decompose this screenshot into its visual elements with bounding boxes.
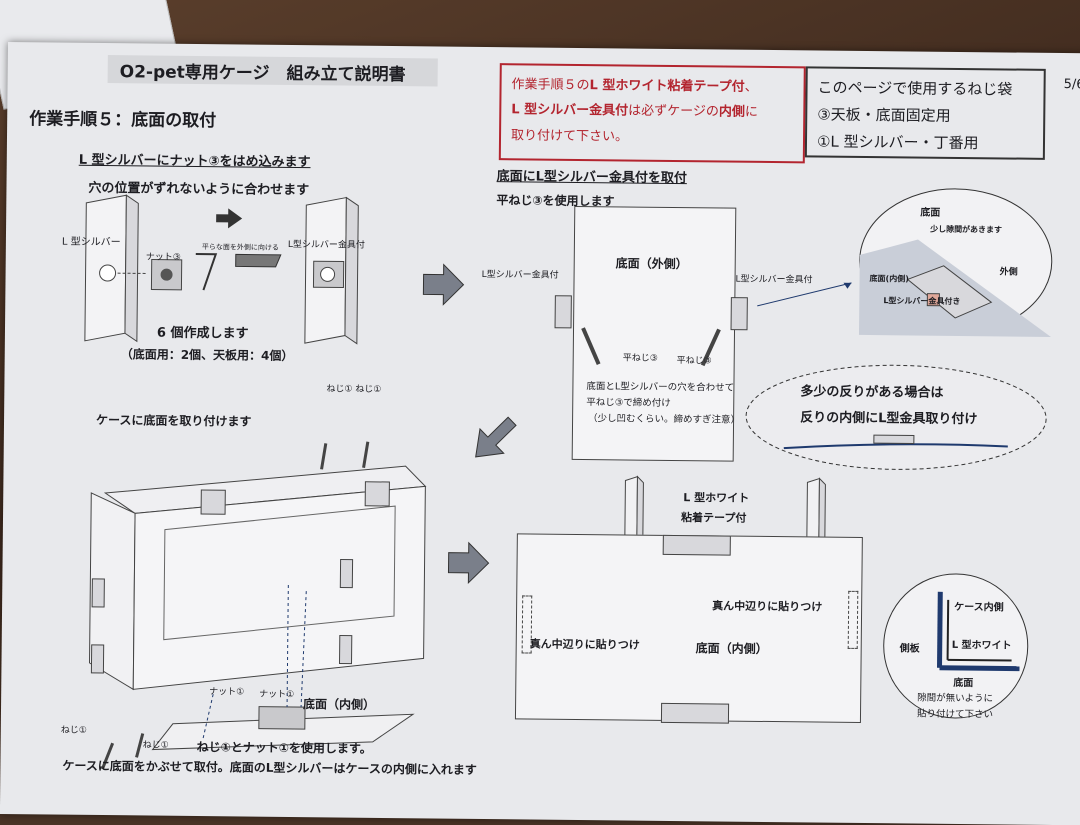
warp-note-line-2: 反りの内側にL型金具取り付け: [800, 406, 977, 427]
corner-note-2: 貼り付けて下さい: [917, 706, 993, 721]
panel3-instruction-1: ねじ①とナット①を使用します。: [197, 738, 372, 757]
corner-l-white: L 型ホワイト: [952, 636, 1012, 652]
bottom-fitting: [661, 703, 729, 724]
screw-bag-heading: このページで使用するねじ袋: [817, 76, 1012, 99]
step-title: 作業手順５：底面の取付: [29, 104, 216, 131]
corner-side: 側板: [900, 639, 920, 654]
corner-note-1: 隙間が無いように: [917, 690, 993, 705]
panel2-heading: 底面にL型シルバー金具付を取付: [497, 165, 687, 186]
document-title: O2-pet専用ケージ 組み立て説明書: [120, 57, 406, 85]
corner-bottom: 底面: [953, 674, 973, 689]
right-tape-strip: [848, 591, 859, 649]
label-flat-side: 平らな面を外側に向ける: [202, 242, 279, 253]
make-count-detail: （底面用：2個、天板用：4個）: [121, 345, 294, 364]
fitting-left-label: L型シルバー金具付: [482, 267, 559, 281]
label-l-silver: L 型シルバー: [62, 233, 121, 249]
arrow-right-icon: [423, 264, 463, 304]
bottom-plate-inner-label: 底面（内側）: [696, 639, 768, 657]
instruction-sheet: O2-pet専用ケージ 組み立て説明書 5/6 作業手順５：底面の取付 作業手順…: [0, 42, 1080, 825]
left-tape-text: 真ん中辺りに貼りつけ: [530, 635, 640, 652]
bottom-inner-label: 底面（内側）: [303, 695, 375, 713]
detail-label-gap: 少し隙間があきます: [930, 224, 1002, 236]
nut-left-label: ナット①: [209, 684, 244, 697]
top-fitting: [663, 535, 731, 556]
fitting-screws-diagram: [553, 288, 754, 380]
callout-line: [757, 278, 857, 309]
right-tape-text: 真ん中辺りに貼りつけ: [712, 597, 822, 614]
detail-label-bottom: 底面: [920, 204, 940, 219]
warp-note-line-1: 多少の反りがある場合は: [800, 380, 943, 400]
detail-circle: [857, 185, 1055, 337]
make-count: 6 個作成します: [157, 322, 249, 342]
screw-b-label: ねじ①: [143, 737, 169, 750]
arrow-down-left-icon: [476, 417, 516, 457]
panel3-instruction-2: ケースに底面をかぶせて取付。底面のL型シルバーはケースの内側に入れます: [62, 757, 477, 778]
page-number: 5/6: [1064, 77, 1080, 92]
bottom-plate-inner: [515, 533, 863, 723]
screw-bag-item-2: ①L 型シルバー・丁番用: [817, 130, 979, 153]
top-screws-label: ねじ① ねじ①: [326, 381, 381, 395]
panel2-note-3: （少し凹むくらい。締めすぎ注意）: [588, 410, 740, 426]
detail-label-outer: 外側: [1000, 264, 1018, 277]
panel1-heading: L 型シルバーにナット③をはめ込みます: [79, 149, 311, 170]
arrow-right-icon-2: [448, 543, 488, 583]
notice-line-2: L 型シルバー金具付は必ずケージの内側に: [511, 98, 758, 120]
detail-label-fitting: L型シルバー金具付き: [883, 295, 960, 307]
label-nut: ナット③: [146, 249, 181, 262]
screw-left-label: 平ねじ③: [623, 350, 658, 363]
notice-line-1: 作業手順５のL 型ホワイト粘着テープ付、: [512, 73, 758, 95]
notice-line-3: 取り付けて下さい。: [511, 124, 628, 144]
nut-right-label: ナット①: [259, 687, 294, 700]
panel2-note-2: 平ねじ③で締め付け: [586, 394, 671, 409]
panel2-note-1: 底面とL型シルバーの穴を合わせて: [586, 378, 734, 394]
corner-case-inner: ケース内側: [954, 598, 1004, 614]
screw-bag-item-1: ③天板・底面固定用: [817, 103, 951, 125]
label-l-fitting: L型シルバー金具付: [288, 237, 365, 251]
tape-label-2: 粘着テープ付: [681, 509, 747, 526]
bottom-plate-outer-label: 底面（外側）: [616, 254, 688, 272]
detail-label-inner: 底面(内側): [870, 273, 909, 284]
screw-a-label: ねじ①: [61, 723, 87, 736]
screw-right-label: 平ねじ③: [677, 353, 712, 366]
tape-label-1: L 型ホワイト: [683, 489, 749, 506]
